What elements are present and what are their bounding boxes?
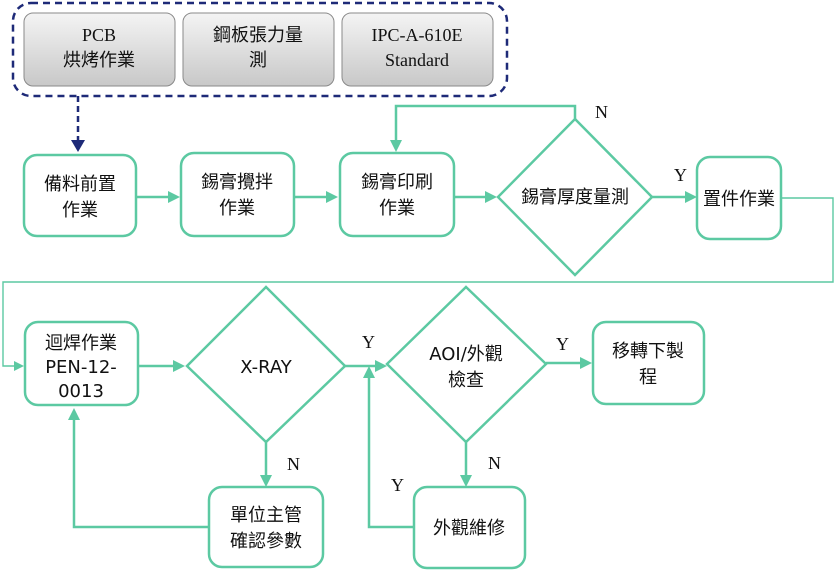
node-label-line: 錫膏攪拌: [201, 171, 273, 193]
arrowhead: [375, 360, 387, 372]
prep-label-line: IPC-A-610E: [372, 25, 463, 45]
node-label-line: 外觀維修: [433, 518, 505, 539]
node-paste-thickness: 錫膏厚度量測: [496, 117, 654, 277]
node-paste-stir: 錫膏攪拌 作業: [179, 151, 296, 238]
node-xray: X-RAY: [185, 285, 347, 444]
node-repair: 外觀維修: [412, 485, 527, 570]
node-label-line: 置件作業: [703, 189, 775, 210]
node-label-line: 作業: [219, 198, 255, 219]
node-label-line: 確認參數: [230, 531, 302, 552]
node-label-line: X-RAY: [240, 357, 293, 378]
prep-box-ipc-standard: IPC-A-610E Standard: [341, 12, 494, 87]
node-label-line: 移轉下製: [612, 341, 684, 362]
edge-placement-to-reflow: [2, 197, 834, 367]
edge-label-xray-yes: Y: [362, 332, 375, 352]
node-label-line: 迴焊作業: [45, 333, 117, 354]
edge-label-aoi-yes: Y: [556, 334, 569, 354]
node-label-line: 檢查: [448, 370, 484, 391]
node-label-line: AOI/外觀: [429, 344, 503, 365]
arrowhead: [168, 191, 180, 203]
node-label-line: 備料前置: [44, 174, 116, 195]
node-label-line: 程: [639, 367, 657, 388]
arrowhead: [173, 360, 185, 372]
prep-group-border: [11, 1, 509, 98]
node-label-line: 0013: [58, 381, 104, 402]
arrowhead: [460, 475, 472, 487]
arrowhead: [580, 357, 592, 369]
arrowhead: [260, 475, 272, 487]
prep-box-stencil-tension: 鋼板張力量 測: [182, 12, 335, 87]
edge-label-thickness-no: N: [595, 102, 608, 122]
arrowhead: [326, 191, 338, 203]
node-unit-confirm: 單位主管 確認參數: [207, 485, 325, 569]
node-aoi: AOI/外觀 檢查: [385, 285, 548, 444]
edge-label-xray-no: N: [287, 454, 300, 474]
arrowhead: [14, 361, 24, 371]
prep-label-line: 測: [249, 50, 267, 71]
arrowhead: [68, 408, 80, 420]
prep-label-line: Standard: [385, 50, 449, 70]
arrowhead: [363, 366, 375, 378]
node-paste-print: 錫膏印刷 作業: [338, 151, 456, 238]
arrowhead: [485, 191, 497, 203]
node-reflow: 迴焊作業 PEN-12- 0013: [23, 320, 140, 407]
node-material-prep: 備料前置 作業: [22, 153, 138, 238]
prep-label-line: PCB: [82, 25, 116, 45]
node-label-line: 錫膏印刷: [361, 171, 433, 193]
node-label-line: 單位主管: [230, 505, 302, 526]
node-label-line: 作業: [62, 200, 98, 221]
node-label-line: PEN-12-: [45, 357, 117, 378]
prep-box-pcb-bake: PCB 烘烤作業: [23, 12, 176, 87]
edge-label-thickness-yes: Y: [674, 165, 687, 185]
edge-unit-to-reflow: [72, 420, 209, 529]
edge-label-aoi-no: N: [488, 453, 501, 473]
prep-label-line: 鋼板張力量: [213, 25, 303, 46]
arrowhead: [390, 140, 402, 152]
prep-label-line: 烘烤作業: [63, 50, 135, 70]
edge-label-repair-yes: Y: [391, 475, 404, 495]
node-label-line: 錫膏厚度量測: [521, 186, 629, 208]
node-transfer: 移轉下製 程: [591, 320, 706, 406]
node-placement: 置件作業: [695, 155, 783, 241]
node-label-line: 作業: [379, 198, 415, 219]
edge-repair-to-aoi: [367, 378, 414, 529]
arrowhead: [71, 140, 85, 152]
arrowhead: [685, 191, 697, 203]
edge-thickness-no-loop: [394, 104, 577, 140]
